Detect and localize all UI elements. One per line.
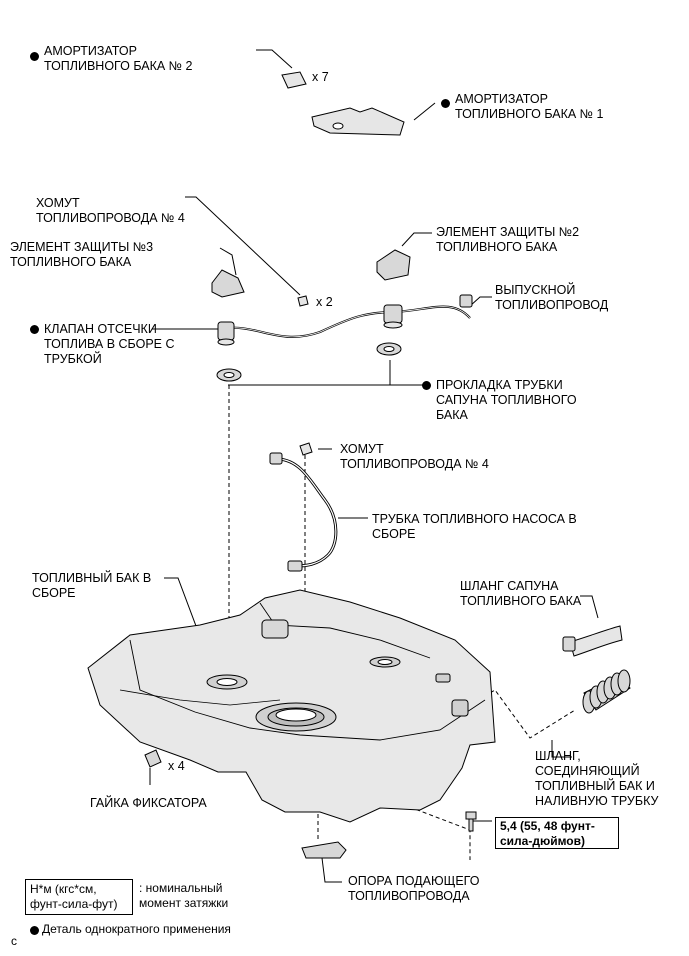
single-use-dot — [441, 99, 450, 108]
single-use-legend: Деталь однократного применения — [42, 922, 231, 936]
torque-value-box: 5,4 (55, 48 фунт-сила-дюймов) — [495, 817, 619, 849]
leader-absorber2 — [256, 49, 293, 69]
leader-support — [321, 857, 342, 883]
absorber-2-part — [281, 71, 307, 89]
leader-absorber1 — [413, 102, 436, 121]
fuel-tank-part — [87, 589, 496, 823]
clamp-quantity: x 2 — [316, 295, 333, 309]
nut-quantity: x 4 — [168, 759, 185, 773]
leader-clamp4-top — [185, 196, 301, 296]
cutoff-valve-part — [217, 294, 473, 346]
fuel-pipe-support-part — [301, 841, 347, 859]
bolt-part — [465, 811, 477, 832]
leader-protector2 — [401, 232, 432, 247]
protector-2-part — [376, 249, 411, 281]
single-use-dot — [30, 926, 39, 935]
absorber-1-part — [311, 107, 405, 136]
leader-outlet — [469, 296, 492, 307]
torque-unit-legend-box: Н*м (кгс*см,фунт-сила-фут) — [25, 879, 133, 915]
absorber-2-quantity: x 7 — [312, 70, 329, 84]
breather-hose-part — [562, 625, 623, 657]
fuel-pump-tube-part — [269, 452, 338, 572]
gasket-parts — [216, 342, 402, 382]
fuel-clamp-part — [297, 295, 309, 307]
leader-filler — [551, 740, 572, 758]
clamp-4-mid-part — [299, 442, 313, 456]
leader-breather — [580, 595, 599, 619]
protector-3-part — [211, 269, 245, 298]
corner-mark: c — [11, 934, 17, 948]
label-retainer-nut: ГАЙКА ФИКСАТОРА — [90, 796, 207, 810]
filler-hose-part — [582, 669, 631, 714]
leader-protector3 — [219, 247, 237, 276]
single-use-dot — [422, 381, 431, 390]
retainer-nut-part — [144, 749, 162, 768]
single-use-dot — [30, 52, 39, 61]
single-use-dot — [30, 325, 39, 334]
